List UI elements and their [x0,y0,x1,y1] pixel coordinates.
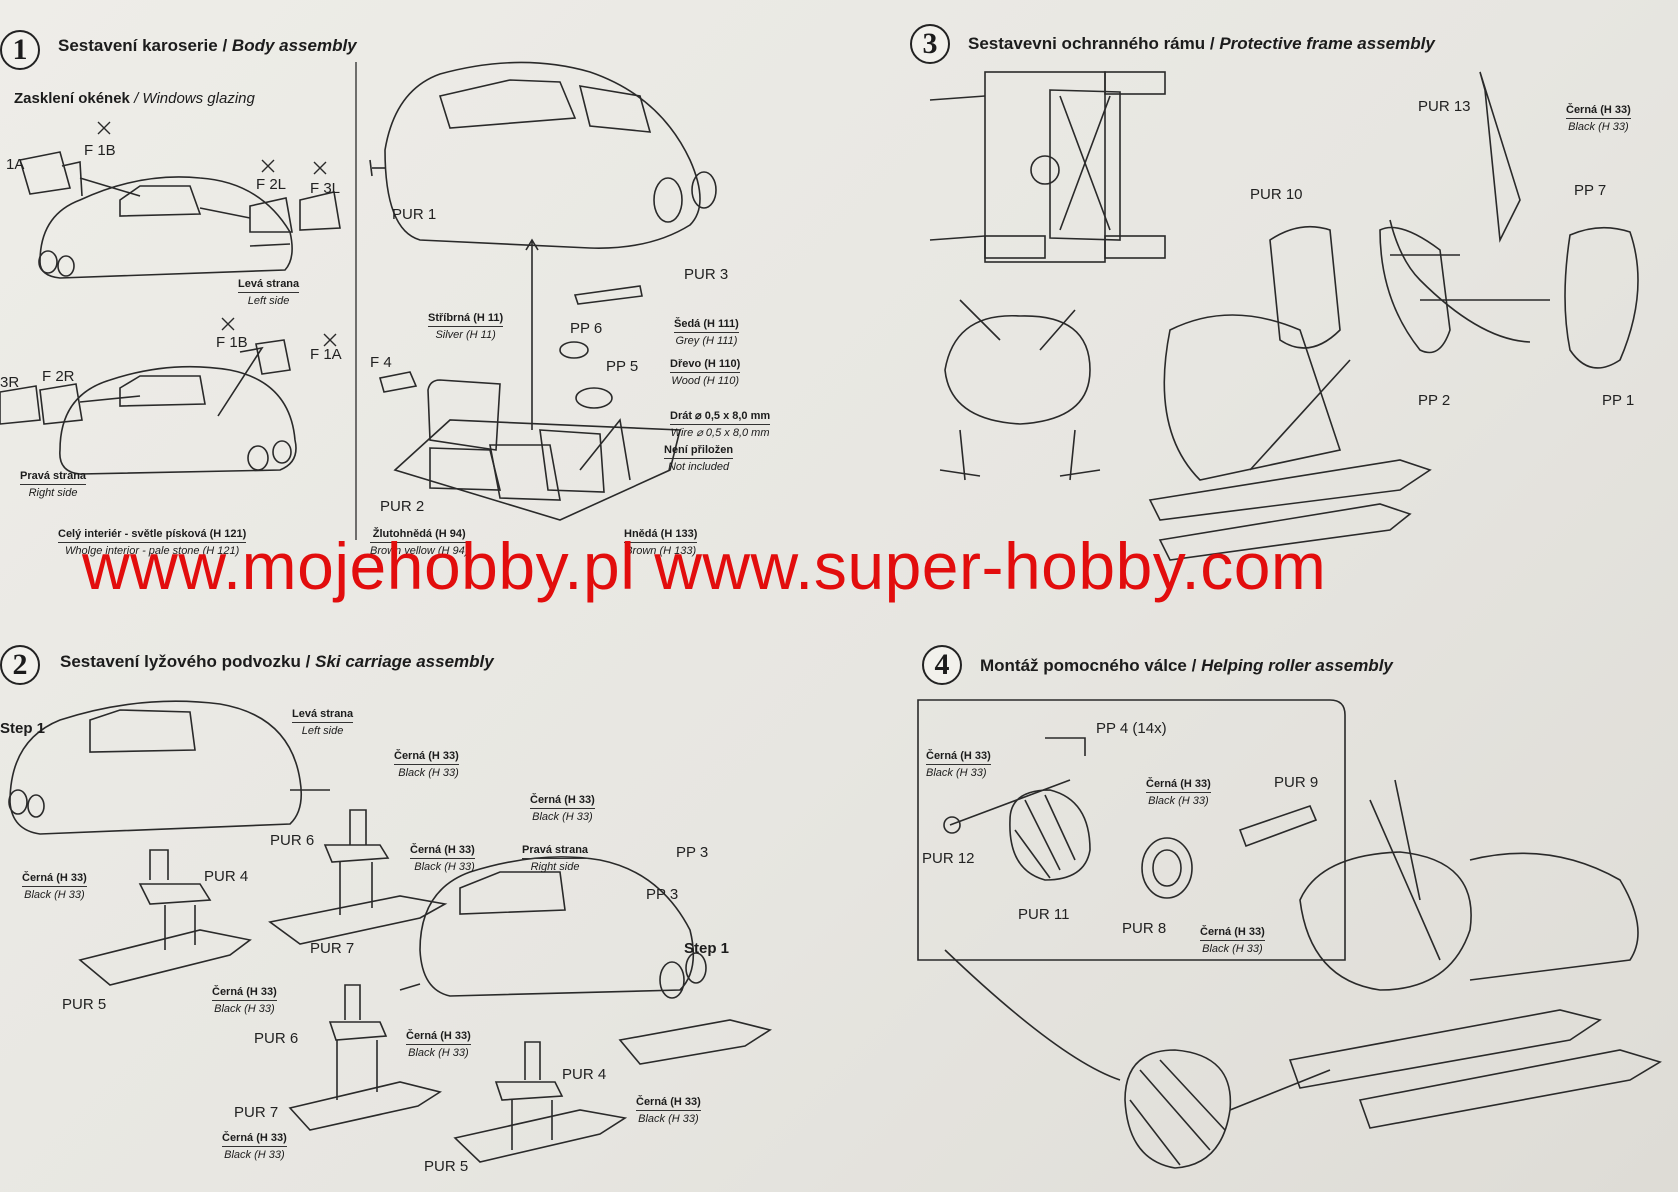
part-label: PUR 2 [380,498,425,515]
step1-car-right-drawing [399,856,707,999]
paint-callout: Žlutohnědá (H 94)Brown yellow (H 94) [370,528,469,557]
protective-frame-front-view [939,299,1101,481]
part-label: F 2L [256,176,287,193]
section-2-number: 2 [0,645,40,685]
step-label: Step 1 [0,720,46,737]
step-label: Step 1 [684,940,730,957]
part-label: PUR 4 [204,868,249,885]
protective-frame-top-view [929,71,1166,263]
part-label: PP 1 [1602,392,1635,409]
section-3-title: Sestavevni ochranného rámu / Protective … [968,34,1435,53]
paint-callout: Celý interiér - světle písková (H 121)Wh… [58,528,247,557]
part-label: PUR 4 [562,1066,607,1083]
part-label: PP 3 [646,886,679,903]
paint-callout: Šedá (H 111)Grey (H 111) [674,318,739,347]
paint-callout: Černá (H 33)Black (H 33) [222,1132,287,1161]
watermark-text: www.mojehobby.pl www.super-hobby.com [82,529,1327,603]
part-label: PUR 6 [254,1030,299,1047]
part-label: PUR 11 [1018,906,1070,923]
part-pp6-shape [559,341,589,359]
part-label: PP 4 (14x) [1096,720,1167,737]
paint-callout: Černá (H 33)Black (H 33) [530,794,595,823]
part-label: PUR 5 [424,1158,469,1175]
section-1-title: Sestavení karoserie / Body assembly [58,36,357,55]
part-label: PP 7 [1574,182,1607,199]
part-label: PUR 3 [684,266,729,283]
section-2-title: Sestavení lyžového podvozku / Ski carria… [60,652,494,671]
part-label: F 2R [42,368,75,385]
part-label: PUR 9 [1274,774,1319,791]
part-label: PUR 1 [392,206,437,223]
part-label: PUR 8 [1122,920,1167,937]
part-label: PUR 6 [270,832,315,849]
part-label: PUR 7 [310,940,355,957]
part-pur3-shape [573,285,643,305]
part-label: 3R [0,374,20,391]
paint-callout: Dřevo (H 110)Wood (H 110) [670,358,741,387]
paint-callout: Černá (H 33)Black (H 33) [22,872,87,901]
paint-callout: Černá (H 33)Black (H 33) [410,844,475,873]
detail-frame [917,699,1346,961]
protective-frame-side-assembly [1148,71,1639,561]
paint-callout: Černá (H 33)Black (H 33) [406,1030,471,1059]
part-label: PP 5 [606,358,639,375]
section-4-number: 4 [922,645,962,685]
part-label: F 1B [84,142,116,159]
ski-parts-right-drawing [288,984,772,1163]
part-label: PUR 13 [1418,98,1471,115]
paint-callout: Stříbrná (H 11)Silver (H 11) [428,312,504,341]
paint-callout: Černá (H 33)Black (H 33) [212,986,277,1015]
part-label: PUR 12 [922,850,975,867]
interior-pur2-drawing [378,371,682,521]
part-label: PUR 5 [62,996,107,1013]
paint-callout: Černá (H 33)Black (H 33) [926,750,991,779]
part-label: PUR 7 [234,1104,279,1121]
part-label: PUR 10 [1250,186,1303,203]
paint-callout: Černá (H 33)Black (H 33) [394,750,459,779]
paint-callout: Hnědá (H 133)Brown (H 133) [624,528,698,557]
section-1-number: 1 [0,30,40,70]
part-label: PP 3 [676,844,709,861]
part-label: PP 2 [1418,392,1451,409]
roller-parts-drawing [943,737,1318,899]
part-label: PP 6 [570,320,603,337]
paint-callout: Černá (H 33)Black (H 33) [1566,104,1631,133]
section-3-number: 3 [910,24,950,64]
part-label: F 1A [310,346,342,363]
paint-callout: Černá (H 33)Black (H 33) [1146,778,1211,807]
car-left-side-drawing [18,151,341,279]
steering-wheel-pp5-shape [575,387,613,409]
body-pur1-drawing [369,61,717,430]
scissors-icons [97,121,337,347]
step1-car-left-drawing [8,700,330,835]
car-right-side-drawing [0,339,297,475]
part-label: 1A [6,156,25,173]
ski-parts-left-drawing [78,809,448,986]
part-label: F 4 [370,354,392,371]
section-4-title: Montáž pomocného válce / Helping roller … [980,656,1393,675]
part-label: F 3L [310,180,341,197]
glazing-subtitle: Zasklení okének / Windows glazing [14,90,255,107]
paint-callout: Černá (H 33)Black (H 33) [1200,926,1265,955]
paint-callout: Černá (H 33)Black (H 33) [636,1096,701,1125]
part-label: F 1B [216,334,248,351]
roller-assembly-drawing [944,779,1662,1169]
